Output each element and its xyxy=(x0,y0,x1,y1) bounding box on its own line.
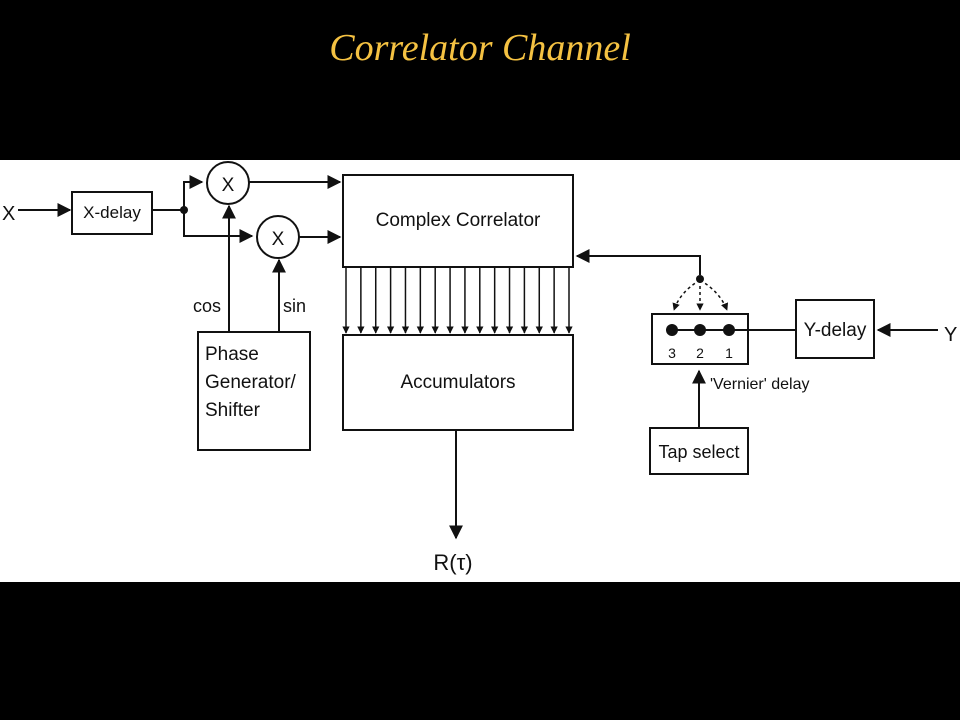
vernier-to-correlator xyxy=(575,249,701,275)
tap-select-label: Tap select xyxy=(658,442,739,462)
phase-generator-line-1: Phase xyxy=(205,344,259,365)
tap-select-box xyxy=(649,427,749,475)
multiplier-top-label: X xyxy=(222,175,235,196)
output-label: R(τ) xyxy=(433,550,472,575)
slide-title: Correlator Channel xyxy=(329,27,631,69)
vernier-delay-box xyxy=(651,313,749,365)
multiplier-bottom-label: X xyxy=(272,229,285,250)
vernier-tap-2-label: 2 xyxy=(696,345,704,361)
y-delay-label: Y-delay xyxy=(804,320,867,341)
phase-generator-line-3: Shifter xyxy=(205,400,261,421)
tap-select-node xyxy=(696,275,704,283)
accumulators-label: Accumulators xyxy=(400,372,515,393)
lag-channel-arrows xyxy=(342,268,573,334)
x-upper-branch xyxy=(183,175,204,210)
vernier-delay-label: 'Vernier' delay xyxy=(710,376,810,393)
phase-generator-line-2: Generator/ xyxy=(205,372,297,393)
x-delay-label: X-delay xyxy=(83,203,141,222)
sin-label: sin xyxy=(283,296,306,316)
vernier-tap-2-dot xyxy=(694,324,706,336)
diagram-panel: X X-delay X X Complex Correlator Accumul… xyxy=(0,160,960,582)
y-delay-box xyxy=(795,299,875,359)
y-input-label: Y xyxy=(944,324,957,346)
complex-correlator-label: Complex Correlator xyxy=(376,210,541,231)
vernier-tap-1-dot xyxy=(723,324,735,336)
accumulators-box xyxy=(342,334,574,431)
x-input-label: X xyxy=(2,203,15,225)
tap-selection-arrows xyxy=(672,279,729,311)
cos-label: cos xyxy=(193,296,221,316)
phase-generator-box xyxy=(197,331,311,451)
x-lower-branch xyxy=(183,210,254,243)
x-delay-box xyxy=(71,191,153,235)
vernier-tap-3-dot xyxy=(666,324,678,336)
vernier-tap-3-label: 3 xyxy=(668,345,676,361)
vernier-tap-1-label: 1 xyxy=(725,345,733,361)
correlator-diagram: X X-delay X X Complex Correlator Accumul… xyxy=(2,161,957,575)
phase-generator-label: Phase Generator/ Shifter xyxy=(205,344,301,421)
complex-correlator-box xyxy=(342,174,574,268)
